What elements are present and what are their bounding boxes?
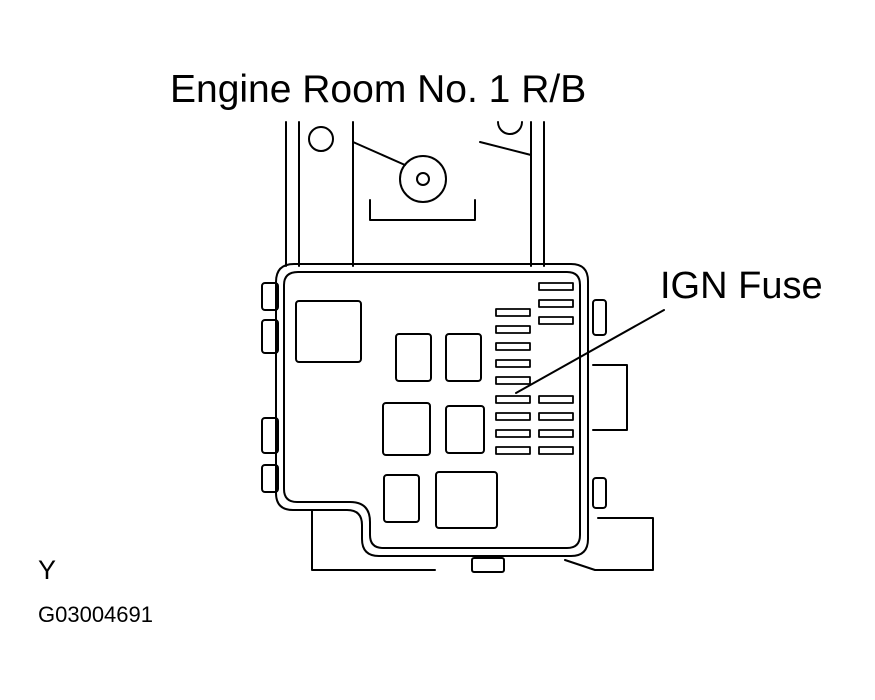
bolt-hole-left: [309, 127, 333, 151]
ign-fuse-leader-line: [516, 310, 664, 393]
relay-small-1: [396, 334, 431, 381]
mount-bolt: [417, 173, 429, 185]
mount-boss: [400, 156, 446, 202]
relay-small-3: [384, 475, 419, 522]
relay-medium-2: [446, 406, 484, 453]
fuse-slots: [496, 283, 573, 454]
relay-block-cover-inner: [284, 272, 580, 548]
ign-fuse-callout-label: IGN Fuse: [660, 265, 823, 307]
figure-code: G03004691: [38, 602, 153, 627]
view-marker: Y: [38, 555, 57, 585]
relay-medium-1: [383, 403, 430, 455]
relay-large-2: [436, 472, 497, 528]
relay-block-cover-outer: [276, 264, 588, 556]
relay-components: [296, 301, 497, 528]
lower-housing: [312, 510, 653, 572]
relay-small-2: [446, 334, 481, 381]
ign-fuse-slot: [496, 396, 530, 403]
side-tabs: [262, 283, 627, 508]
diagram-title: Engine Room No. 1 R/B: [170, 68, 587, 111]
relay-large: [296, 301, 361, 362]
mounting-bracket: [286, 122, 544, 266]
